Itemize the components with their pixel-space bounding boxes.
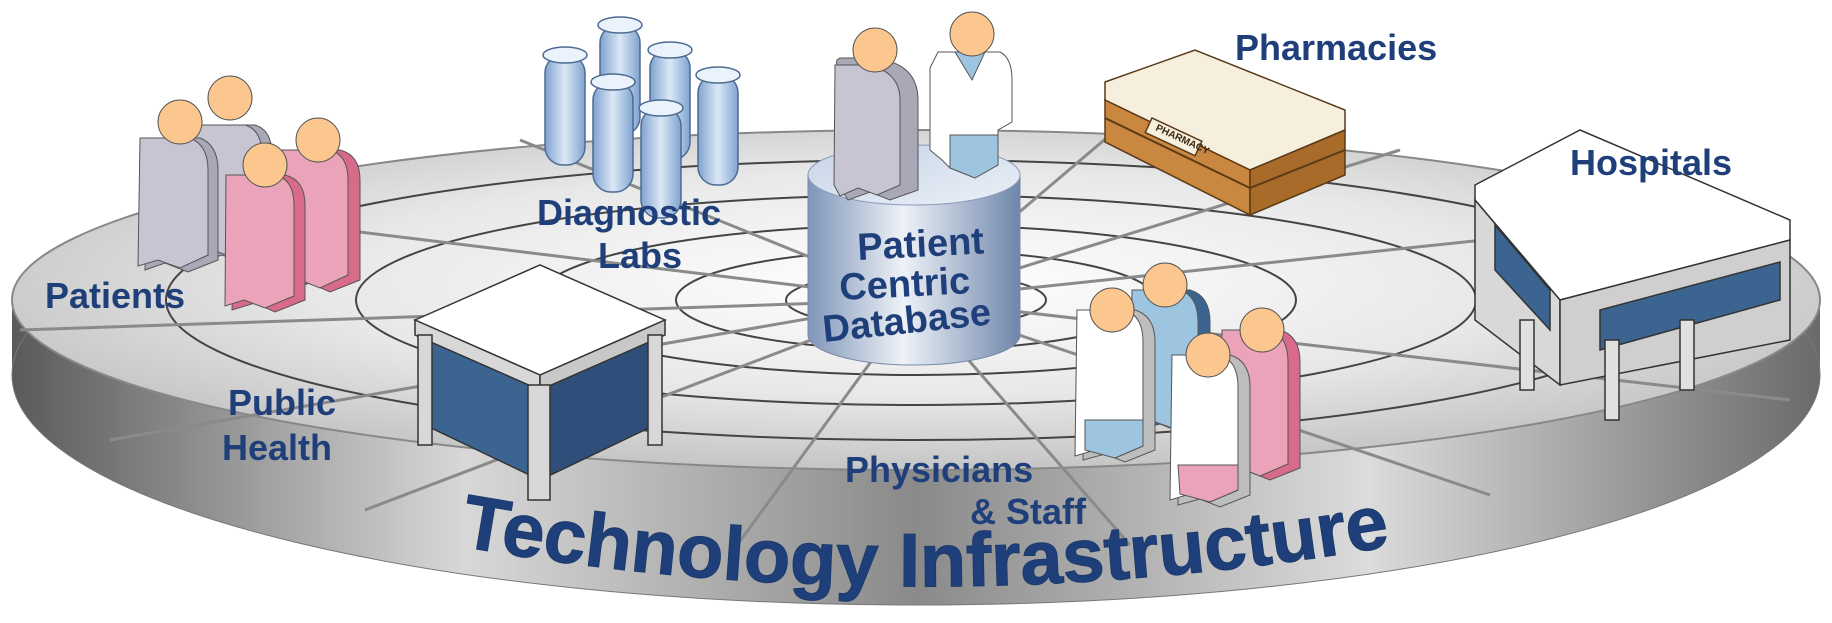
test-tubes-icon: [542, 16, 741, 219]
public-health-building-icon: [413, 264, 667, 501]
hospitals-label: Hospitals: [1570, 142, 1732, 183]
public-health-label-line1: Public: [228, 382, 336, 423]
pharmacies-label: Pharmacies: [1235, 27, 1437, 68]
pharmacy-building-icon: PHARMACY: [1104, 49, 1346, 217]
patients-label: Patients: [45, 275, 185, 316]
patients-group-icon: [137, 75, 361, 313]
database-label-line1: Patient: [856, 220, 985, 269]
hospital-building-icon: [1474, 129, 1791, 421]
public-health-label-line2: Health: [222, 427, 332, 468]
physicians-staff-label-line2: & Staff: [970, 491, 1087, 532]
database-label-line2: Centric: [838, 260, 971, 309]
database-users-icon: [833, 11, 1013, 201]
diagnostic-labs-label-line1: Diagnostic: [537, 192, 721, 233]
physicians-staff-icon: [1074, 262, 1301, 508]
diagnostic-labs-label-line2: Labs: [598, 235, 682, 276]
physicians-staff-label-line1: Physicians: [845, 449, 1033, 490]
